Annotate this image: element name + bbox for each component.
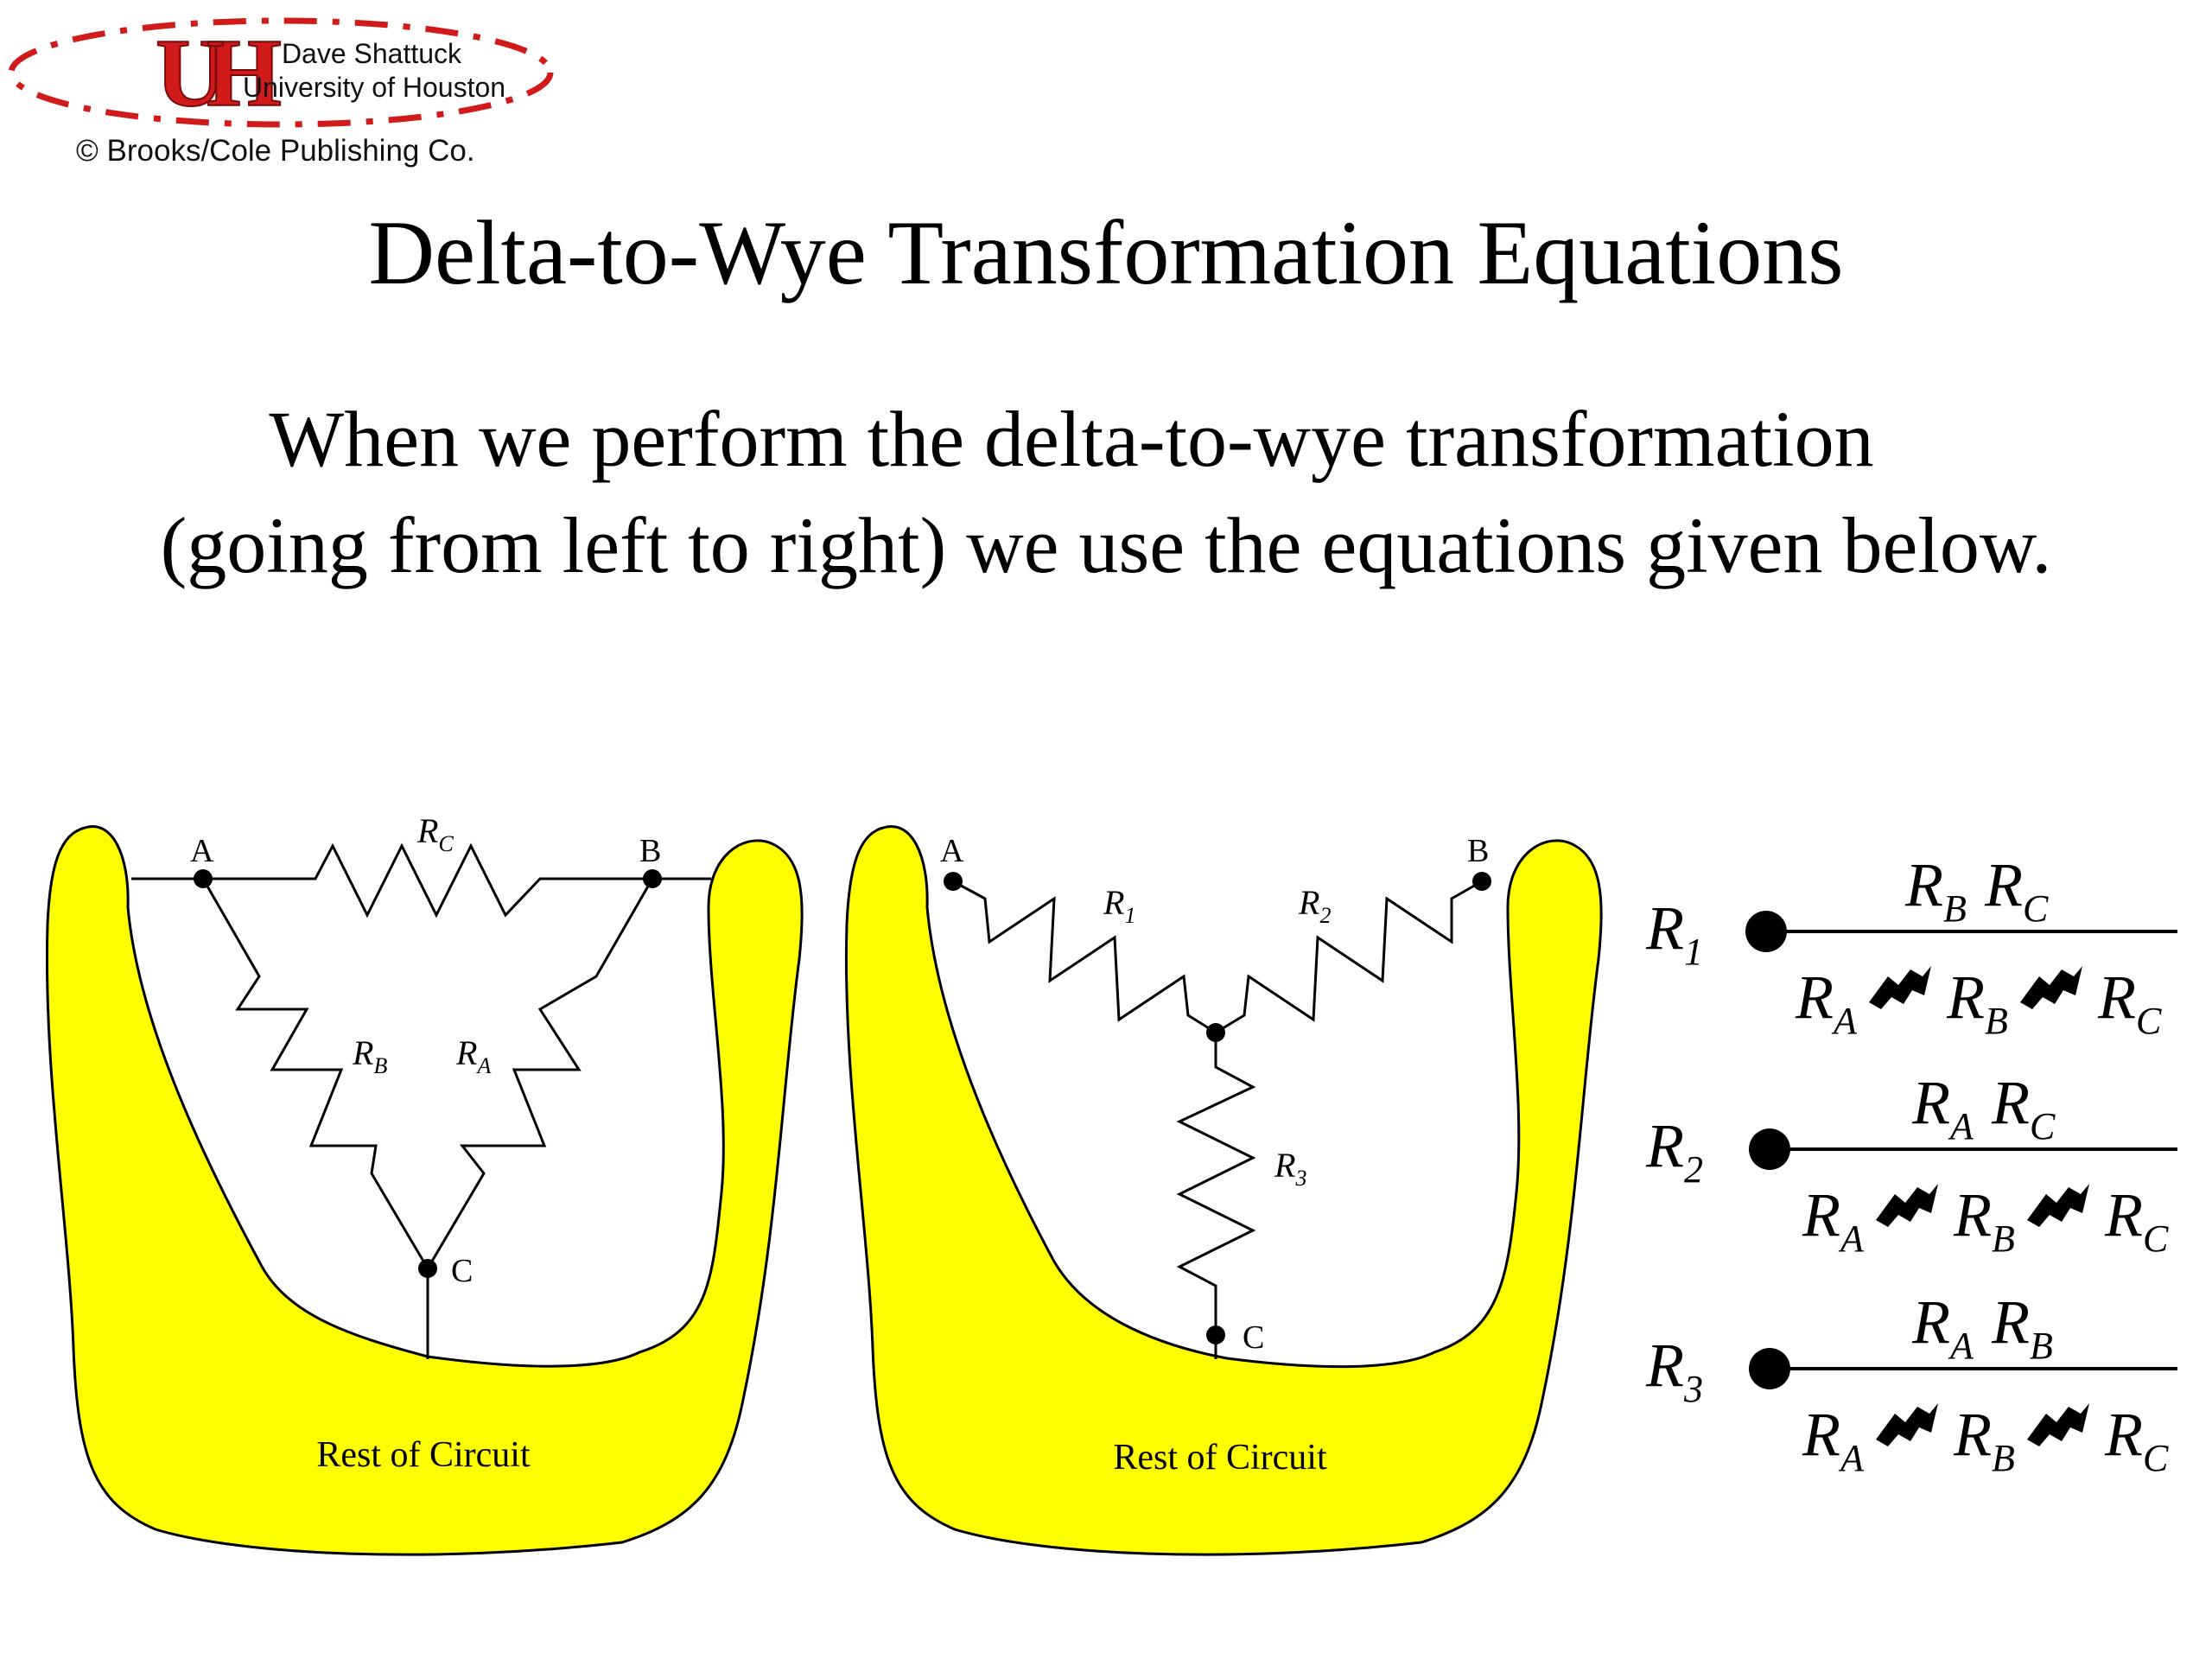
delta-rb-label: RB <box>352 1033 387 1078</box>
numerator-term: RC <box>1991 1068 2056 1147</box>
denominator-term: RB <box>1946 963 2008 1042</box>
numerator-term: RC <box>1984 850 2049 930</box>
delta-region-label: Rest of Circuit <box>316 1435 531 1475</box>
delta-wiring <box>131 842 711 1359</box>
equation-dot <box>1749 1348 1790 1389</box>
wye-node-a-dot <box>944 872 963 891</box>
garbled-plus-symbol <box>1876 1403 1938 1446</box>
university-logo: UH <box>8 17 554 128</box>
equation-lhs: R3 <box>1645 1331 1703 1410</box>
delta-ra-label: RA <box>455 1033 491 1078</box>
wye-center-node-dot <box>1206 1023 1225 1042</box>
delta-node-c-label: C <box>451 1253 473 1289</box>
copyright-notice: © Brooks/Cole Publishing Co. <box>76 134 475 168</box>
author-name: Dave Shattuck <box>281 38 462 69</box>
denominator-term: RA <box>1802 1180 1865 1260</box>
equation-dot <box>1749 1128 1790 1170</box>
wye-r2-label: R2 <box>1298 883 1331 928</box>
wye-node-c-label: C <box>1243 1319 1264 1356</box>
wye-node-a-label: A <box>940 833 964 869</box>
intro-line-1: When we perform the delta-to-wye transfo… <box>269 395 1874 483</box>
delta-node-b-dot <box>643 869 662 888</box>
numerator-term: RB <box>1991 1287 2053 1367</box>
resistor-r3 <box>1176 1033 1256 1335</box>
equation-lhs: R1 <box>1645 893 1703 973</box>
equation-lhs: R2 <box>1645 1111 1703 1191</box>
delta-node-b-label: B <box>639 833 661 869</box>
denominator-term: RA <box>1802 1400 1865 1479</box>
delta-rc-label: RC <box>416 811 454 856</box>
numerator-term: RA <box>1911 1287 1974 1367</box>
resistor-r1 <box>952 880 1217 1034</box>
wye-region-label: Rest of Circuit <box>1113 1438 1327 1478</box>
wye-r1-label: R1 <box>1103 883 1135 928</box>
wye-node-c-dot <box>1206 1325 1225 1344</box>
wye-rest-of-circuit-region <box>844 825 1603 1556</box>
denominator-term: RA <box>1795 963 1858 1042</box>
delta-node-a-dot <box>194 869 213 888</box>
denominator-term: RC <box>2104 1180 2169 1260</box>
delta-node-a-label: A <box>190 833 214 869</box>
resistor-rb <box>201 878 429 1269</box>
garbled-plus-symbol <box>1869 966 1931 1009</box>
numerator-term: RA <box>1911 1068 1974 1147</box>
resistor-r2 <box>1215 880 1483 1034</box>
resistor-rc <box>131 842 711 918</box>
garbled-plus-symbol <box>2027 1184 2089 1227</box>
garbled-plus-symbol <box>1876 1184 1938 1227</box>
denominator-term: RB <box>1953 1180 2015 1260</box>
garbled-plus-symbol <box>2020 966 2082 1009</box>
slide-title: Delta-to-Wye Transformation Equations <box>368 202 1844 303</box>
delta-node-c-dot <box>418 1259 437 1278</box>
garbled-plus-symbol <box>2027 1403 2089 1446</box>
denominator-term: RC <box>2104 1400 2169 1479</box>
denominator-term: RC <box>2097 963 2162 1042</box>
wye-node-b-dot <box>1472 872 1491 891</box>
denominator-term: RB <box>1953 1400 2015 1479</box>
wye-node-b-label: B <box>1467 833 1489 869</box>
logo-dashed-ellipse <box>8 17 554 128</box>
wye-r3-label: R3 <box>1274 1146 1306 1191</box>
institution-name: University of Houston <box>242 72 506 103</box>
numerator-term: RB <box>1904 850 1967 930</box>
resistor-ra <box>426 878 654 1269</box>
delta-rest-of-circuit-region <box>45 825 804 1556</box>
equation-dot <box>1745 911 1787 952</box>
intro-line-2: (going from left to right) we use the eq… <box>160 501 2052 589</box>
